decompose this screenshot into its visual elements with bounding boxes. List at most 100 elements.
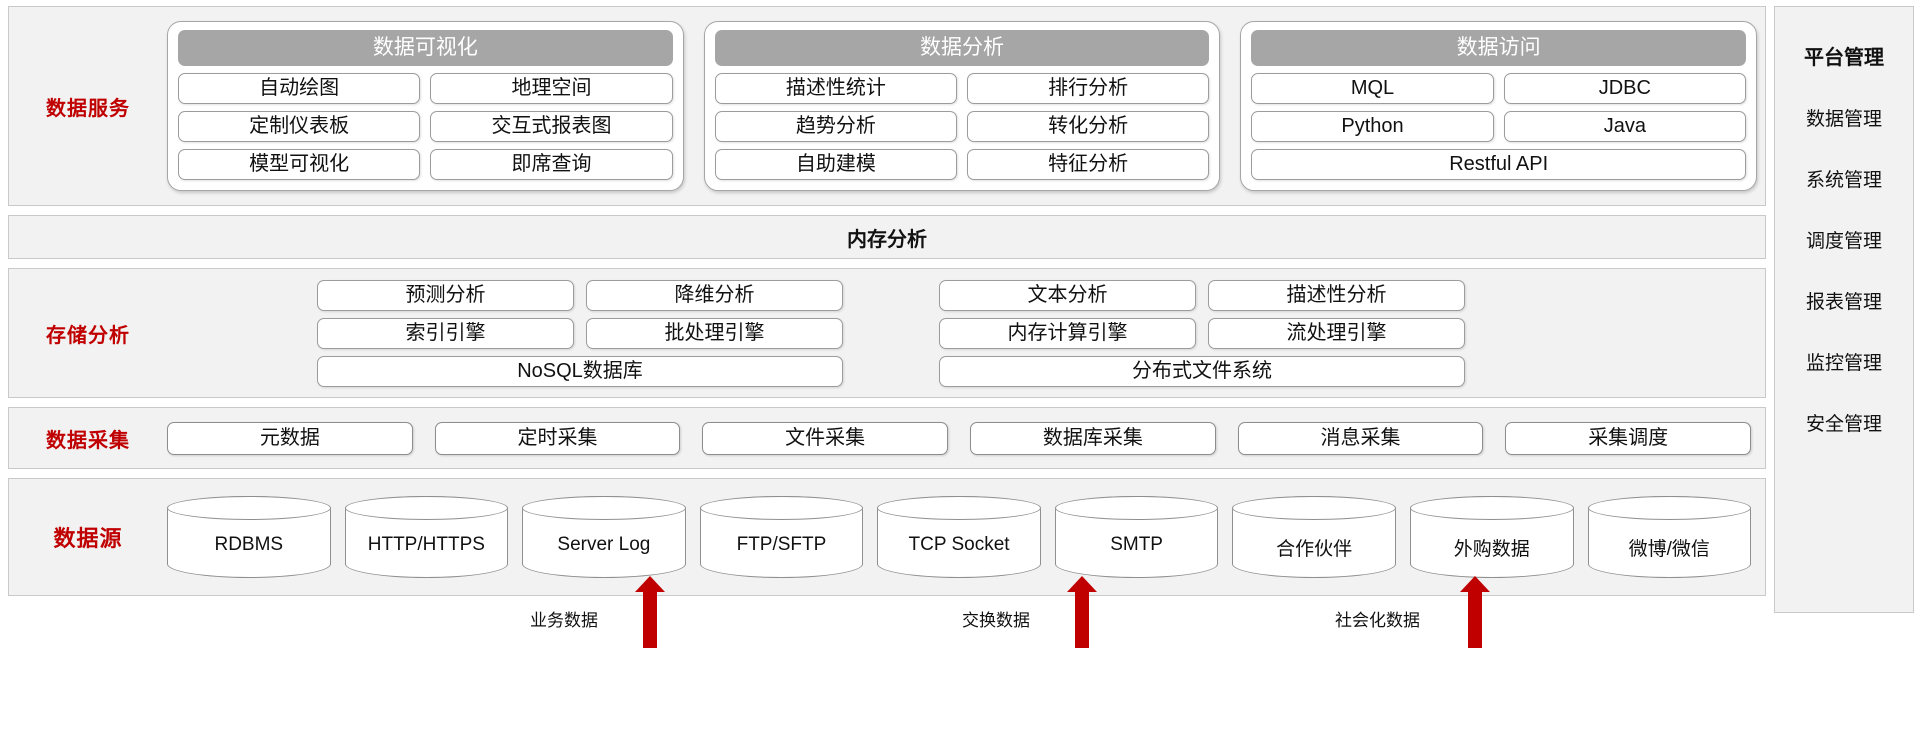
group-data-analysis[interactable]: 数据分析 描述性统计 排行分析 趋势分析 转化分析 自助建模 特征分析 bbox=[703, 21, 1221, 191]
cylinder-top bbox=[522, 496, 686, 520]
cylinder-top bbox=[1409, 496, 1574, 520]
row-data-service: 数据服务 数据可视化 自动绘图 地理空间 定制仪表板 交互式报表图 模型可视化 … bbox=[8, 6, 1766, 206]
item-descriptive-analysis[interactable]: 描述性分析 bbox=[1208, 279, 1465, 311]
source-server-log[interactable]: Server Log bbox=[522, 496, 686, 578]
diagram-main-column: 数据服务 数据可视化 自动绘图 地理空间 定制仪表板 交互式报表图 模型可视化 … bbox=[8, 6, 1766, 740]
source-label: 外购数据 bbox=[1453, 539, 1530, 560]
item-mql[interactable]: MQL bbox=[1251, 73, 1494, 104]
source-partners[interactable]: 合作伙伴 bbox=[1232, 496, 1396, 578]
item-descriptive-statistics[interactable]: 描述性统计 bbox=[714, 73, 957, 104]
source-rdbms[interactable]: RDBMS bbox=[167, 496, 331, 578]
item-geospatial[interactable]: 地理空间 bbox=[430, 73, 673, 104]
item-stream-engine[interactable]: 流处理引擎 bbox=[1208, 317, 1465, 349]
group-title-data-access: 数据访问 bbox=[1251, 30, 1747, 66]
item-feature-analysis[interactable]: 特征分析 bbox=[967, 149, 1210, 180]
source-http-https[interactable]: HTTP/HTTPS bbox=[344, 496, 509, 578]
item-batch-engine[interactable]: 批处理引擎 bbox=[586, 317, 843, 349]
sidebar-item-scheduling-management[interactable]: 调度管理 bbox=[1805, 231, 1882, 252]
item-self-service-modeling[interactable]: 自助建模 bbox=[714, 149, 957, 180]
flow-label-exchange-data: 交换数据 bbox=[962, 611, 1030, 630]
cylinder-top bbox=[1054, 496, 1219, 520]
cylinder-top bbox=[344, 496, 509, 520]
memory-analysis-title: 内存分析 bbox=[847, 228, 927, 251]
group-data-visualization[interactable]: 数据可视化 自动绘图 地理空间 定制仪表板 交互式报表图 模型可视化 即席查询 bbox=[167, 21, 684, 191]
source-purchased-data[interactable]: 外购数据 bbox=[1409, 496, 1574, 578]
cylinder-top bbox=[1587, 496, 1752, 520]
source-label: 微博/微信 bbox=[1628, 539, 1710, 560]
row-label-data-source: 数据源 bbox=[53, 526, 123, 551]
source-label: FTP/SFTP bbox=[736, 534, 827, 555]
group-title-data-visualization: 数据可视化 bbox=[178, 30, 673, 66]
item-conversion-analysis[interactable]: 转化分析 bbox=[967, 111, 1210, 142]
source-smtp[interactable]: SMTP bbox=[1054, 496, 1219, 578]
sidebar-item-data-management[interactable]: 数据管理 bbox=[1805, 109, 1882, 130]
group-items-data-access: MQL JDBC Python Java Restful API bbox=[1251, 73, 1747, 180]
storage-columns: 预测分析 降维分析 索引引擎 批处理引擎 NoSQL数据库 文本分析 描述性分析… bbox=[167, 279, 1765, 387]
flow-label-social-data: 社会化数据 bbox=[1335, 611, 1420, 630]
item-distributed-file-system[interactable]: 分布式文件系统 bbox=[939, 355, 1465, 387]
source-label: Server Log bbox=[557, 534, 651, 555]
source-tcp-socket[interactable]: TCP Socket bbox=[877, 496, 1041, 578]
item-adhoc-query[interactable]: 即席查询 bbox=[430, 149, 673, 180]
cylinder-top bbox=[167, 496, 331, 520]
sidebar-title: 平台管理 bbox=[1804, 47, 1884, 69]
source-label: 合作伙伴 bbox=[1276, 539, 1353, 560]
row-storage-analysis: 存储分析 预测分析 降维分析 索引引擎 批处理引擎 NoSQL数据库 文本分析 … bbox=[8, 268, 1766, 398]
sidebar-item-security-management[interactable]: 安全管理 bbox=[1805, 414, 1882, 435]
item-metadata[interactable]: 元数据 bbox=[167, 421, 413, 455]
storage-column-left: 预测分析 降维分析 索引引擎 批处理引擎 NoSQL数据库 bbox=[317, 279, 843, 387]
storage-column-right: 文本分析 描述性分析 内存计算引擎 流处理引擎 分布式文件系统 bbox=[939, 279, 1465, 387]
item-message-collection[interactable]: 消息采集 bbox=[1237, 421, 1484, 455]
storage-left-grid: 预测分析 降维分析 索引引擎 批处理引擎 NoSQL数据库 bbox=[317, 279, 843, 387]
cylinder-top bbox=[1232, 496, 1396, 520]
row-data-collection: 数据采集 元数据 定时采集 文件采集 数据库采集 消息采集 采集调度 bbox=[8, 407, 1766, 469]
group-data-access[interactable]: 数据访问 MQL JDBC Python Java Restful API bbox=[1240, 21, 1758, 191]
source-ftp-sftp[interactable]: FTP/SFTP bbox=[699, 496, 864, 578]
item-trend-analysis[interactable]: 趋势分析 bbox=[714, 111, 957, 142]
storage-right-grid: 文本分析 描述性分析 内存计算引擎 流处理引擎 分布式文件系统 bbox=[939, 279, 1465, 387]
source-label: HTTP/HTTPS bbox=[367, 534, 485, 555]
row-memory-analysis: 内存分析 bbox=[8, 215, 1766, 259]
item-file-collection[interactable]: 文件采集 bbox=[702, 421, 949, 455]
flow-arrow-social-data bbox=[1460, 576, 1490, 648]
cylinder-top bbox=[699, 496, 864, 520]
item-collection-scheduling[interactable]: 采集调度 bbox=[1505, 421, 1752, 455]
source-label: TCP Socket bbox=[908, 534, 1010, 555]
item-nosql-database[interactable]: NoSQL数据库 bbox=[317, 355, 843, 387]
sidebar-item-report-management[interactable]: 报表管理 bbox=[1805, 292, 1882, 313]
flow-arrow-business-data bbox=[635, 576, 665, 648]
service-group-container: 数据可视化 自动绘图 地理空间 定制仪表板 交互式报表图 模型可视化 即席查询 … bbox=[167, 21, 1765, 191]
item-dimensionality-reduction[interactable]: 降维分析 bbox=[586, 279, 843, 311]
item-jdbc[interactable]: JDBC bbox=[1503, 73, 1747, 104]
item-auto-charting[interactable]: 自动绘图 bbox=[178, 73, 421, 104]
item-java[interactable]: Java bbox=[1503, 111, 1747, 142]
item-index-engine[interactable]: 索引引擎 bbox=[317, 317, 574, 349]
source-weibo-wechat[interactable]: 微博/微信 bbox=[1587, 496, 1752, 578]
row-label-storage-analysis: 存储分析 bbox=[46, 324, 130, 347]
data-source-items: RDBMS HTTP/HTTPS Server Log FTP/SFTP bbox=[167, 496, 1765, 578]
item-database-collection[interactable]: 数据库采集 bbox=[970, 421, 1216, 455]
sidebar-item-system-management[interactable]: 系统管理 bbox=[1805, 170, 1882, 191]
item-scheduled-collection[interactable]: 定时采集 bbox=[434, 421, 681, 455]
item-restful-api[interactable]: Restful API bbox=[1251, 149, 1747, 180]
sidebar-item-monitoring-management[interactable]: 监控管理 bbox=[1805, 353, 1882, 374]
source-label: RDBMS bbox=[214, 534, 284, 555]
cylinder-top bbox=[877, 496, 1041, 520]
item-in-memory-compute-engine[interactable]: 内存计算引擎 bbox=[939, 317, 1196, 349]
item-model-visualization[interactable]: 模型可视化 bbox=[178, 149, 421, 180]
flow-arrow-exchange-data bbox=[1067, 576, 1097, 648]
item-predictive-analysis[interactable]: 预测分析 bbox=[317, 279, 574, 311]
row-label-data-collection: 数据采集 bbox=[46, 429, 130, 452]
group-title-data-analysis: 数据分析 bbox=[714, 30, 1210, 66]
item-custom-dashboard[interactable]: 定制仪表板 bbox=[178, 111, 421, 142]
collection-items: 元数据 定时采集 文件采集 数据库采集 消息采集 采集调度 bbox=[167, 421, 1765, 455]
item-interactive-report[interactable]: 交互式报表图 bbox=[430, 111, 673, 142]
item-ranking-analysis[interactable]: 排行分析 bbox=[967, 73, 1210, 104]
row-data-source: 数据源 RDBMS HTTP/HTTPS Server Log bbox=[8, 478, 1766, 596]
group-items-data-visualization: 自动绘图 地理空间 定制仪表板 交互式报表图 模型可视化 即席查询 bbox=[178, 73, 673, 180]
flow-label-business-data: 业务数据 bbox=[530, 611, 598, 630]
item-text-analysis[interactable]: 文本分析 bbox=[939, 279, 1196, 311]
item-python[interactable]: Python bbox=[1251, 111, 1494, 142]
group-items-data-analysis: 描述性统计 排行分析 趋势分析 转化分析 自助建模 特征分析 bbox=[714, 73, 1210, 180]
